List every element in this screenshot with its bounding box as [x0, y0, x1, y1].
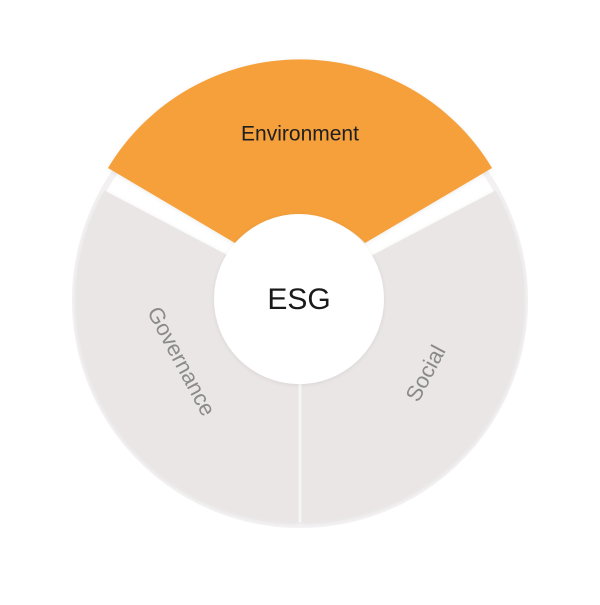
center-label: ESG [267, 283, 330, 316]
environment-segment-shape[interactable] [108, 59, 492, 244]
center-circle [214, 214, 384, 384]
center-hub: ESG [214, 214, 384, 384]
environment-label: Environment [241, 123, 359, 146]
social-segment-shape[interactable] [301, 190, 525, 523]
governance-segment-shape[interactable] [75, 190, 299, 523]
segment-environment[interactable]: Environment [108, 59, 492, 244]
segment-governance[interactable]: Governance [75, 190, 299, 523]
segment-social[interactable]: Social [301, 190, 525, 523]
